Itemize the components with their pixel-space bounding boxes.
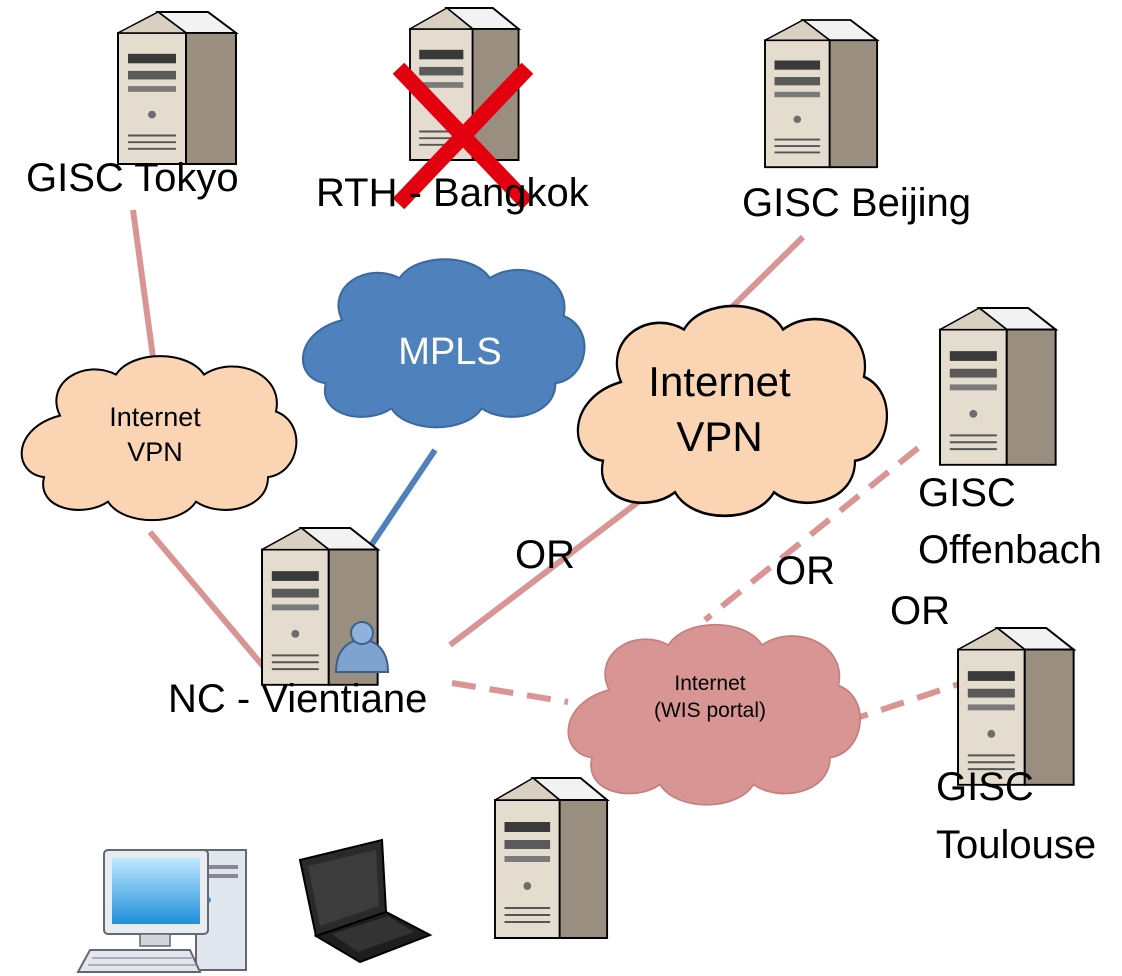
link-mpls-vientiane [363,448,438,555]
mpls-label: MPLS [398,331,502,373]
label-gisc-toulouse-1: GISC [936,765,1034,809]
label-gisc-offenbach-2: Offenbach [918,528,1102,572]
server-icon-gisc-toulouse [957,627,1075,786]
label-rth-bangkok: RTH - Bangkok [316,171,589,215]
laptop-icon [298,838,433,964]
label-gisc-offenbach-1: GISC [918,471,1016,515]
server-icon-gisc-tokyo [117,11,237,165]
server-icon-gisc-beijing [764,19,879,169]
user-icon [334,621,390,673]
link-tokyo-vpn [130,209,158,373]
wis-portal-label: Internet (WIS portal) [653,672,766,723]
link-vpn-vientiane [147,530,271,674]
link-offenbach-dashed [703,445,920,623]
internet-vpn-right-label: Internet VPN [648,358,791,460]
link-vientiane-wis-dashed [451,680,569,705]
label-nc-vientiane: NC - Vientiane [168,677,428,721]
link-vpn-vientiane-right [448,490,652,648]
label-or-2: OR [775,549,835,593]
cross-icon [392,62,534,210]
label-gisc-tokyo: GISC Tokyo [26,156,239,200]
label-or-3: OR [890,589,950,633]
server-icon-local [494,777,609,939]
label-gisc-beijing: GISC Beijing [742,181,971,225]
desktop-computer-icon [76,849,247,973]
link-beijing-vpn [724,234,806,315]
label-or-1: OR [515,533,575,577]
link-wis-toulouse-dashed [844,680,963,725]
label-gisc-toulouse-2: Toulouse [936,823,1097,867]
internet-vpn-left-label: Internet VPN [109,402,201,468]
links [130,209,963,725]
server-icon-gisc-offenbach [939,307,1057,466]
